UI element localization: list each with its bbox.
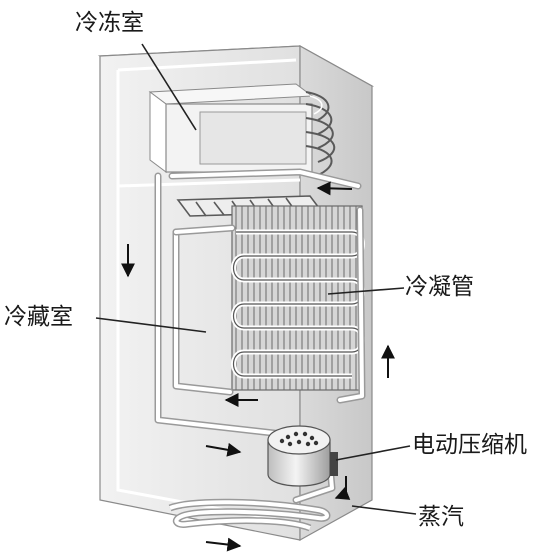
label-condenser: 冷凝管 xyxy=(405,274,474,300)
refrigerant-pipes xyxy=(154,168,366,504)
compressor xyxy=(267,425,338,487)
leader-compressor xyxy=(335,445,411,461)
freezer-compartment xyxy=(148,83,314,173)
label-freezer: 冷冻室 xyxy=(75,10,144,36)
inner-wall-line xyxy=(117,58,297,72)
label-compressor: 电动压缩机 xyxy=(412,432,527,458)
leader-condenser xyxy=(327,287,405,295)
flow-arrow-right xyxy=(205,442,242,457)
leader-vapor xyxy=(351,505,417,515)
leader-freezer xyxy=(141,43,197,131)
leader-fridge xyxy=(95,317,207,333)
flow-arrow-curve xyxy=(334,476,351,500)
condenser-coil xyxy=(231,205,365,391)
flow-arrows xyxy=(121,181,395,552)
freezer-inner xyxy=(199,111,307,165)
leader-lines xyxy=(95,43,417,515)
flow-arrow-right xyxy=(205,537,242,552)
freezer-coils xyxy=(305,91,336,177)
label-vapor: 蒸汽 xyxy=(418,504,464,530)
freezer-box-front xyxy=(149,91,167,173)
flow-arrow-left xyxy=(316,181,353,196)
label-fridge: 冷藏室 xyxy=(4,304,73,330)
bottom-vapor-coil xyxy=(168,498,331,532)
shelf-divider xyxy=(117,178,301,188)
